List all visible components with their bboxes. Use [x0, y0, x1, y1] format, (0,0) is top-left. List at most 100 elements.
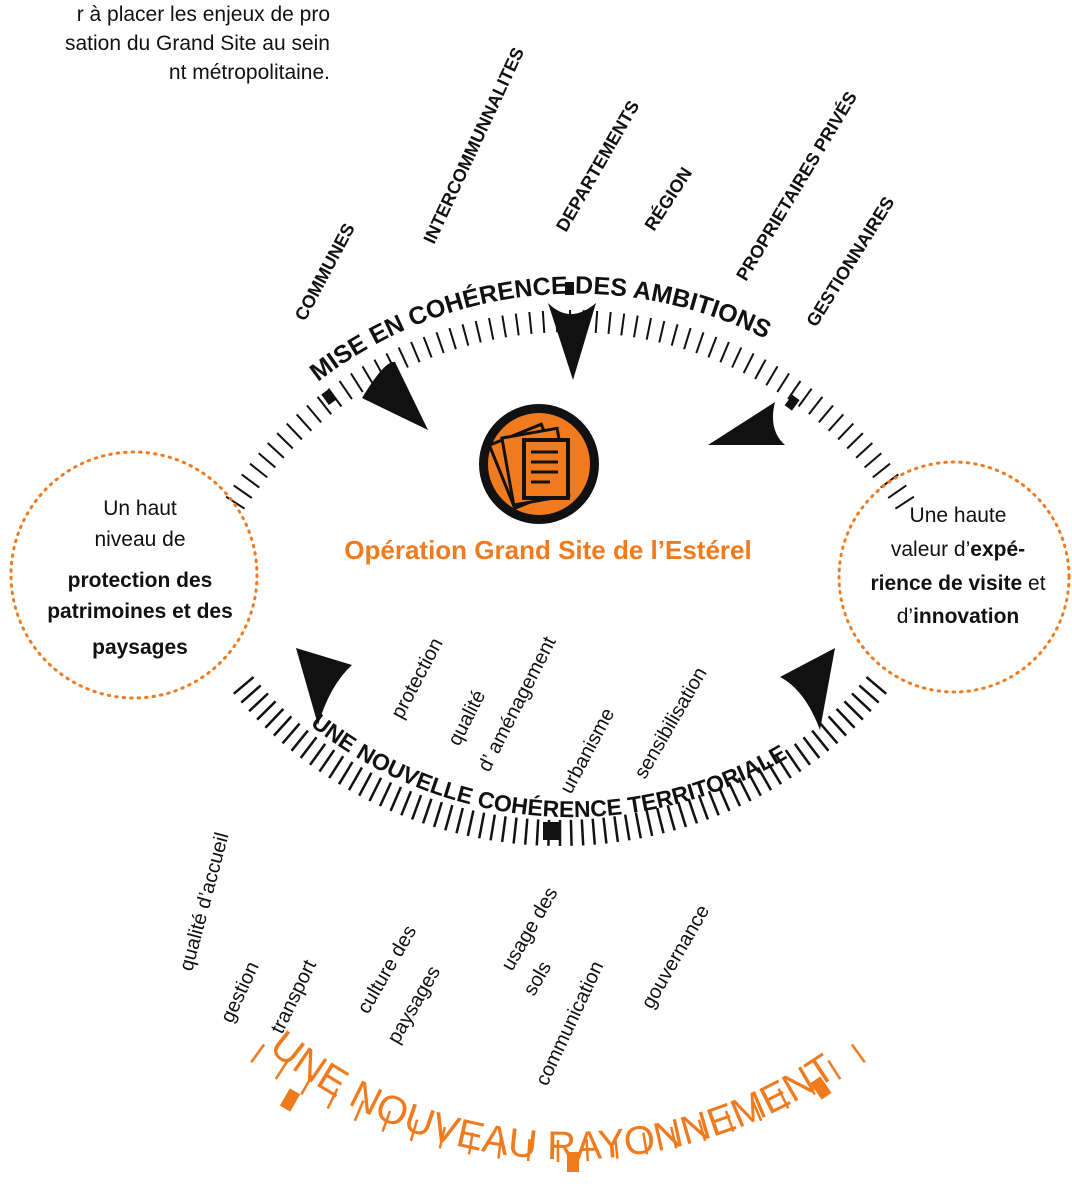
arc-tick: [488, 317, 495, 340]
arc-tick: [827, 413, 845, 432]
arc-tick: [316, 396, 332, 415]
arc-tick: [707, 336, 718, 358]
arc-tick: [240, 684, 262, 704]
arc-tick: [461, 324, 470, 346]
arc-tick: [264, 708, 285, 729]
actor-label: RÉGION: [640, 163, 696, 234]
arc-tick: [837, 422, 855, 441]
arc-tick: [467, 1132, 474, 1155]
arc-tick: [683, 327, 692, 350]
arc-tick: [865, 676, 888, 695]
actor-label: GESTIONNAIRES: [802, 193, 898, 330]
arc-tick: [272, 715, 293, 737]
arrow-up-right: [780, 648, 835, 730]
arc-tick: [887, 484, 907, 499]
arc-tick: [607, 311, 612, 334]
arc-tick: [585, 1139, 590, 1162]
arc-tick: [819, 722, 839, 745]
arc-tick: [378, 781, 393, 807]
theme-label: transport: [267, 956, 322, 1037]
left-dotted-circle: [9, 450, 259, 700]
arc-tick: [843, 700, 864, 721]
arc-tick: [851, 692, 872, 713]
arc-tick: [594, 310, 599, 333]
arc-tick: [633, 315, 639, 338]
center-title: Opération Grand Site de l’Estérel: [344, 535, 751, 565]
arc-tick: [267, 442, 285, 459]
arc-tick: [634, 812, 643, 839]
arc-tick: [787, 380, 802, 400]
theme-label: protection: [387, 634, 448, 722]
arc-tick: [474, 320, 482, 343]
arc-tick: [719, 341, 730, 363]
arc-tick: [724, 1110, 735, 1133]
arc-tick: [894, 495, 915, 510]
arc-tick: [775, 755, 792, 779]
intro-line: r à placer les enjeux de pro: [76, 3, 330, 26]
arc-tick: [438, 1126, 447, 1149]
arc-tick: [350, 372, 364, 393]
arc-tick: [258, 452, 277, 469]
arc-tick: [368, 777, 383, 802]
arc-tick: [435, 331, 445, 354]
arc-tick: [642, 1132, 649, 1155]
top-arrows: [362, 303, 785, 445]
arc-tick: [400, 790, 413, 816]
arc-tick: [489, 814, 497, 841]
arc-tick: [754, 359, 767, 380]
arc-tick: [591, 818, 597, 845]
theme-label: qualité d’accueil: [176, 830, 234, 973]
actor-label: PROPRIETAIRES PRIVÉS: [731, 87, 861, 284]
arc-tick: [602, 817, 608, 844]
actor-label: INTERCOMMUNNALITES: [419, 44, 528, 246]
right-dotted-circle: [837, 460, 1071, 694]
theme-label: sensibilisation: [630, 664, 711, 783]
arrow-up-left: [296, 648, 352, 725]
arc-tick: [274, 1059, 289, 1080]
arc-tick: [353, 1100, 365, 1122]
arc-tick: [397, 347, 409, 368]
arc-tick: [827, 1059, 842, 1080]
theme-label: urbanisme: [556, 705, 619, 798]
arc-tick: [620, 313, 626, 336]
arc-tick: [751, 1100, 763, 1122]
arc-tick: [623, 814, 631, 841]
arc-tick: [827, 715, 848, 737]
arc-tick: [655, 807, 665, 834]
arc-tick: [727, 781, 742, 807]
arc-tick: [863, 452, 882, 469]
arrow-center: [548, 303, 596, 380]
left-circle-text: paysages: [92, 636, 188, 659]
arc-marker: [784, 394, 800, 411]
theme-label: sols: [519, 958, 556, 1000]
arc-tick: [811, 729, 830, 752]
arc-tick: [818, 404, 834, 423]
arc-tick: [697, 1119, 707, 1142]
arc-tick: [249, 462, 268, 479]
arc-tick: [290, 729, 309, 752]
actor-label: COMMUNES: [291, 220, 359, 324]
arc-tick: [523, 818, 529, 845]
arc-tick: [855, 442, 873, 459]
arc-marker: [279, 1088, 301, 1112]
arc-tick: [501, 315, 507, 338]
theme-label: gouvernance: [637, 901, 714, 1012]
arc-tick: [802, 1074, 816, 1096]
theme-label: qualité: [444, 687, 490, 750]
arc-tick: [422, 336, 433, 358]
arc-tick: [528, 311, 533, 334]
arc-tick: [232, 676, 255, 695]
arc-tick: [872, 462, 891, 479]
arc-tick: [569, 819, 573, 846]
arc-tick: [802, 736, 821, 759]
arc-tick: [645, 810, 654, 837]
middle-arrows: [296, 648, 835, 730]
arc-tick: [500, 816, 507, 843]
arc-tick: [241, 473, 260, 489]
theme-label: usage des: [497, 884, 562, 975]
arc-tick: [361, 365, 375, 386]
arc-tick: [858, 684, 880, 704]
arc-tick: [256, 700, 277, 721]
arc-tick: [421, 798, 433, 824]
